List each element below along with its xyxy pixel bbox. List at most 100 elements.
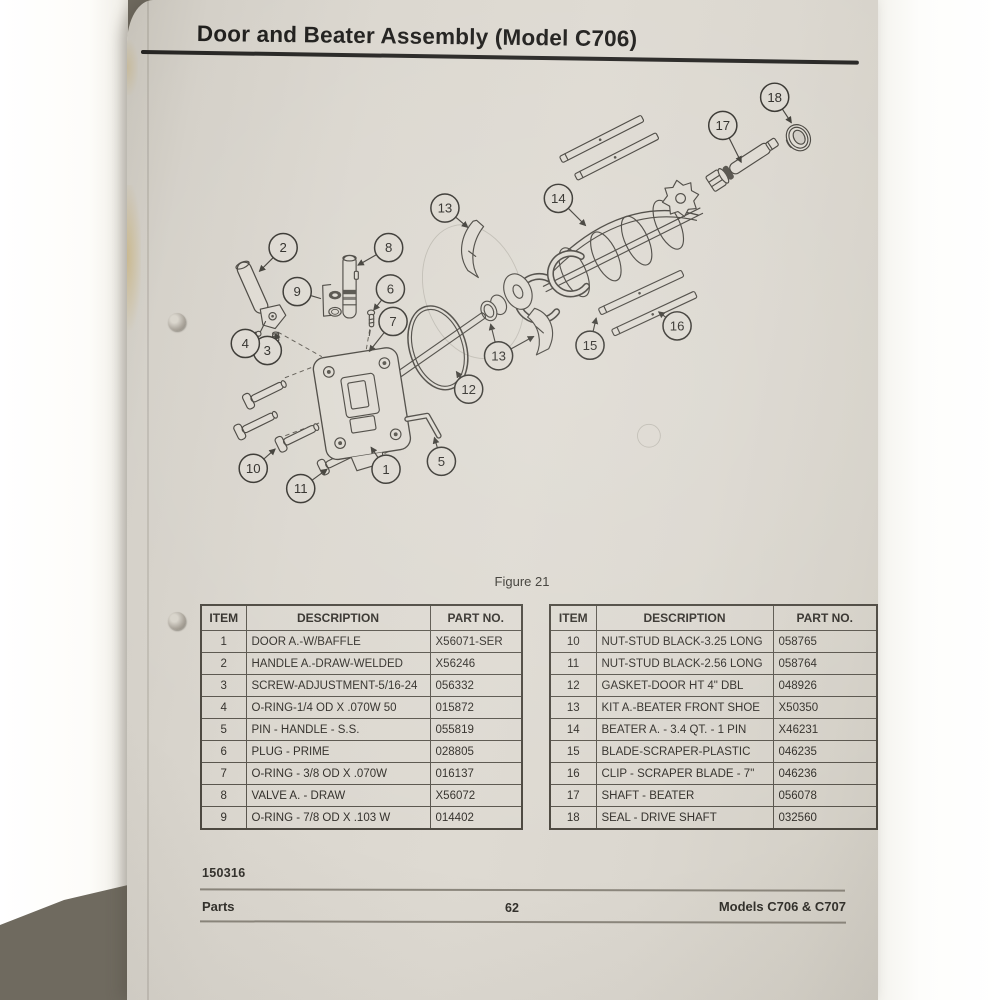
- draw-valve-drawing: [342, 254, 359, 319]
- svg-text:10: 10: [246, 461, 261, 476]
- item-cell: 18: [549, 806, 597, 830]
- drive-coupling: [661, 179, 700, 218]
- svg-text:18: 18: [767, 90, 782, 105]
- description-cell: GASKET-DOOR HT 4" DBL: [595, 674, 774, 697]
- drive-shaft-seal-drawing: [785, 124, 812, 152]
- callout-balloon-14-14: 14: [543, 183, 587, 227]
- page-stain: [127, 40, 138, 95]
- callout-balloon-4-3: 4: [230, 328, 261, 359]
- document-code: 150316: [202, 866, 246, 880]
- part-no-cell: 058765: [772, 630, 878, 653]
- svg-text:16: 16: [670, 318, 685, 333]
- description-cell: SCREW-ADJUSTMENT-5/16-24: [245, 674, 431, 697]
- part-no-cell: 055819: [429, 718, 523, 741]
- svg-text:12: 12: [461, 382, 476, 397]
- footer-page-number: 62: [505, 901, 519, 915]
- description-cell: BEATER A. - 3.4 QT. - 1 PIN: [595, 718, 774, 741]
- handle-pin-drawing: [404, 412, 442, 439]
- right-page-margin: [877, 0, 1000, 1000]
- part-no-cell: X46231: [772, 718, 878, 741]
- column-header-part-no-: PART NO.: [772, 604, 878, 631]
- page-crease: [147, 0, 149, 1000]
- beater-shaft-drawing: [705, 137, 779, 192]
- part-no-cell: 016137: [429, 762, 523, 785]
- svg-text:13: 13: [438, 201, 453, 216]
- callout-balloon-11-10: 11: [285, 468, 328, 504]
- callout-balloon-12-11: 12: [453, 370, 484, 405]
- callout-balloon-18-18: 18: [759, 82, 792, 124]
- prime-plug-drawing: [366, 309, 376, 337]
- door-drawing: [312, 347, 412, 472]
- door-screw-hole: [322, 357, 402, 449]
- svg-text:11: 11: [294, 481, 308, 496]
- callout-balloon-17-17: 17: [707, 110, 742, 164]
- description-cell: VALVE A. - DRAW: [245, 784, 431, 807]
- item-cell: 17: [549, 784, 597, 807]
- part-no-cell: 028805: [429, 740, 523, 763]
- svg-text:13: 13: [491, 348, 506, 363]
- description-cell: O-RING - 7/8 OD X .103 W: [245, 806, 431, 830]
- part-no-cell: 056332: [429, 674, 523, 697]
- item-cell: 8: [200, 784, 247, 807]
- description-cell: SEAL - DRIVE SHAFT: [595, 806, 774, 830]
- item-cell: 1: [200, 630, 247, 653]
- part-no-cell: 032560: [772, 806, 878, 830]
- part-no-cell: 015872: [429, 696, 523, 719]
- callout-balloon-5-4: 5: [426, 436, 457, 477]
- part-no-cell: 056078: [772, 784, 878, 807]
- draw-handle-drawing: [235, 260, 287, 343]
- description-cell: O-RING - 3/8 OD X .070W: [245, 762, 431, 785]
- svg-text:17: 17: [715, 118, 730, 133]
- callout-balloon-15-15: 15: [575, 317, 605, 361]
- description-cell: NUT-STUD BLACK-3.25 LONG: [595, 630, 774, 653]
- part-no-cell: X50350: [772, 696, 878, 719]
- callout-balloon-10-9: 10: [238, 448, 276, 484]
- description-cell: PIN - HANDLE - S.S.: [245, 718, 431, 741]
- o-ring-bracket: [322, 283, 333, 317]
- item-cell: 14: [549, 718, 597, 741]
- column-header-item: ITEM: [200, 604, 247, 631]
- description-cell: HANDLE A.-DRAW-WELDED: [245, 652, 431, 675]
- item-cell: 11: [549, 652, 597, 675]
- item-cell: 2: [200, 652, 247, 675]
- callout-balloon-9-8: 9: [282, 276, 322, 307]
- description-cell: O-RING-1/4 OD X .070W 50: [245, 696, 431, 719]
- svg-text:8: 8: [385, 240, 392, 255]
- column-header-part-no-: PART NO.: [429, 604, 523, 631]
- svg-text:15: 15: [583, 338, 598, 353]
- column-header-description: DESCRIPTION: [595, 604, 774, 631]
- footer-models-label: Models C706 & C707: [718, 899, 846, 914]
- item-cell: 15: [549, 740, 597, 763]
- svg-text:9: 9: [294, 284, 301, 299]
- item-cell: 10: [549, 630, 597, 653]
- description-cell: DOOR A.-W/BAFFLE: [245, 630, 431, 653]
- part-no-cell: X56072: [429, 784, 523, 807]
- callout-balloon-6-5: 6: [373, 274, 406, 311]
- description-cell: PLUG - PRIME: [245, 740, 431, 763]
- svg-text:7: 7: [389, 314, 396, 329]
- footer-section-label: Parts: [202, 899, 235, 914]
- description-cell: CLIP - SCRAPER BLADE - 7": [595, 762, 774, 785]
- part-no-cell: 058764: [772, 652, 878, 675]
- svg-text:3: 3: [264, 343, 271, 358]
- svg-text:5: 5: [438, 454, 445, 469]
- svg-text:6: 6: [387, 282, 394, 297]
- scraper-blade-clip-pair-top: [558, 114, 660, 181]
